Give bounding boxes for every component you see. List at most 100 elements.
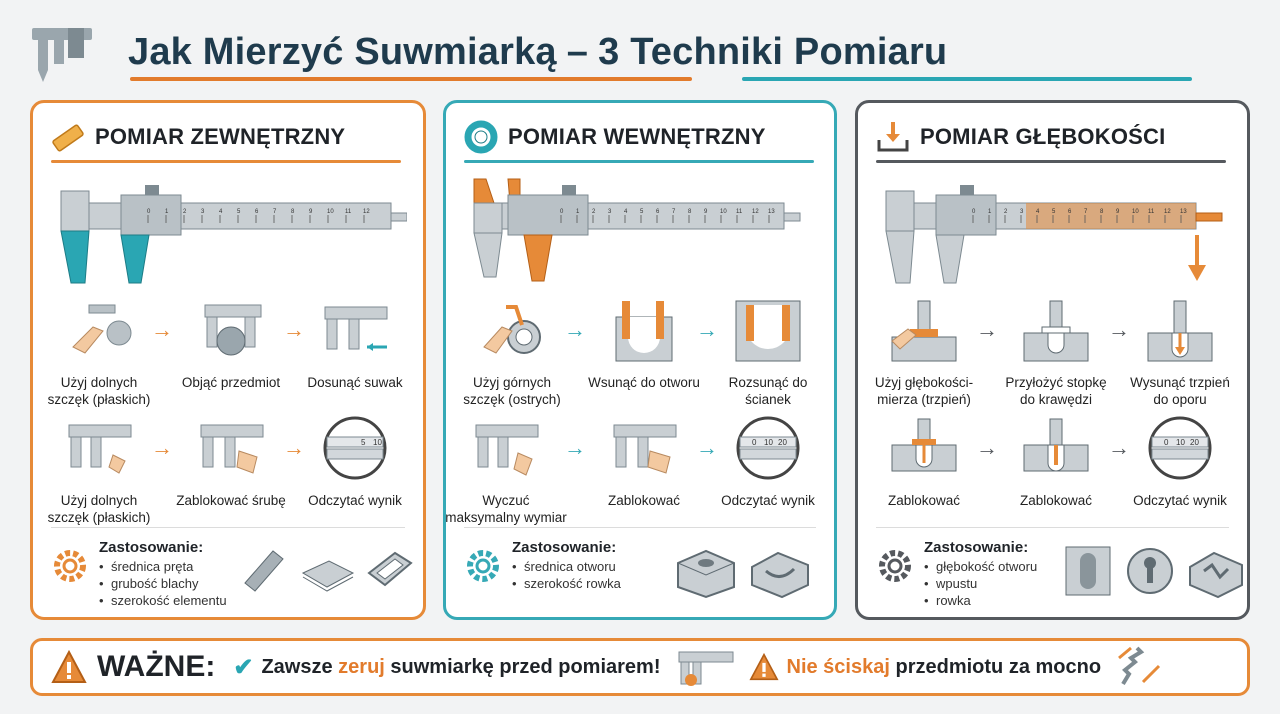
scale-tick-label: 7: [1084, 209, 1088, 215]
application-item: grubość blachy: [99, 575, 227, 592]
gauge-label: 10: [373, 438, 382, 447]
arrow-right-icon: →: [696, 317, 718, 342]
scale-tick-label: 3: [201, 209, 205, 215]
warning-msg-1: Zawsze zeruj suwmiarkę przed pomiarem!: [261, 656, 660, 679]
scale-tick-label: 3: [608, 209, 612, 215]
section-divider: [464, 527, 816, 528]
application-item: średnica otworu: [512, 558, 621, 575]
scale-tick-label: 11: [736, 209, 743, 215]
gear-icon: [879, 550, 911, 582]
scale-tick-label: 0: [560, 209, 564, 215]
arrow-right-icon: →: [283, 435, 305, 460]
scale-tick-label: 7: [273, 209, 277, 215]
arrow-right-icon: →: [283, 317, 305, 342]
depth-icon: [877, 122, 909, 152]
magnifier-reading-icon: 5 10: [323, 416, 387, 480]
scale-tick-label: 8: [1100, 209, 1104, 215]
scale-tick-label: 13: [768, 209, 775, 215]
step-caption: Objąć przedmiot: [181, 375, 281, 390]
applications: Zastosowanie: średnica otworu szerokość …: [464, 539, 621, 592]
scale-tick-label: 6: [656, 209, 660, 215]
step-caption: Przyłożyć stopkę do krawędzi: [1005, 375, 1107, 407]
applications: Zastosowanie: głębokość otworu wpustu ro…: [876, 539, 1037, 609]
scale-tick-label: 2: [1004, 209, 1008, 215]
scale-tick-label: 2: [183, 209, 187, 215]
panel-title-underline: [464, 160, 814, 163]
warning-bar: WAŻNE: ✔ Zawsze zeruj suwmiarkę przed po…: [30, 638, 1250, 696]
applications-title: Zastosowanie:: [924, 539, 1029, 556]
arrow-right-icon: →: [564, 317, 586, 342]
example-objects: [674, 543, 812, 599]
step-3: Wysunąć trzpień do oporu: [1124, 297, 1236, 408]
caliper-on-object-icon: [204, 304, 262, 356]
gauge-label: 20: [1190, 438, 1199, 447]
gauge-label: 10: [764, 438, 773, 447]
step-caption: Wyczuć maksymalny wymiar: [445, 493, 567, 525]
scale-tick-label: 5: [640, 209, 644, 215]
caliper-zero-icon: [678, 651, 733, 686]
scale-tick-label: 2: [592, 209, 596, 215]
title-underline-teal: [742, 77, 1192, 81]
gauge-label: 0: [1164, 438, 1169, 447]
step-1: Użyj górnych szczęk (ostrych): [456, 297, 568, 408]
rod-icon: [244, 550, 284, 592]
step-caption: Zablokować: [887, 493, 961, 508]
arrow-right-icon: →: [1108, 435, 1130, 460]
feel-maximum-icon: [475, 424, 539, 476]
spring-icon: [1118, 646, 1161, 686]
scale-tick-label: 10: [1132, 209, 1139, 215]
application-item: szerokość elementu: [99, 592, 227, 609]
step-4: Użyj dolnych szczęk (płaskich): [43, 415, 155, 526]
scale-tick-label: 10: [327, 209, 334, 215]
panel-title-underline: [51, 160, 401, 163]
scale-tick-label: 4: [624, 209, 628, 215]
scale-tick-label: 1: [165, 209, 169, 215]
step-caption: Zablokować: [1019, 493, 1093, 508]
arrow-right-icon: →: [1108, 317, 1130, 342]
arrow-right-icon: →: [696, 435, 718, 460]
gauge-label: 5: [361, 438, 366, 447]
gauge-label: 0: [752, 438, 757, 447]
sheet-metal-icon: [301, 560, 355, 592]
title-dash: –: [566, 30, 589, 73]
grooved-block-icon: [751, 551, 809, 599]
panel-title: POMIAR GŁĘBOKOŚCI: [920, 124, 1166, 149]
expand-to-walls-icon: [735, 300, 801, 362]
step-1: Użyj głębokości-mierza (trzpień): [868, 297, 980, 408]
hand-with-ring-icon: [483, 305, 541, 354]
step-2: Wsunąć do otworu: [588, 297, 700, 391]
lock-depth-icon: [891, 418, 957, 472]
step-caption: Odczytać wynik: [721, 493, 815, 508]
warning-icon: [51, 650, 87, 683]
lock-screw-icon: [200, 424, 264, 474]
gauge-label: 10: [1176, 438, 1185, 447]
hole-depth-icon: [1065, 546, 1111, 596]
check-icon: ✔: [233, 653, 254, 681]
scale-tick-label: 4: [219, 209, 223, 215]
scale-tick-label: 9: [1116, 209, 1120, 215]
step-caption: Zablokować: [607, 493, 681, 508]
warning-label: WAŻNE:: [97, 650, 216, 683]
title-main: Jak Mierzyć Suwmiarką: [128, 30, 557, 73]
scale-tick-label: 6: [1068, 209, 1072, 215]
scale-tick-label: 11: [345, 209, 352, 215]
msg1-suffix: suwmiarkę przed pomiarem!: [390, 655, 661, 678]
step-caption: Użyj głębokości-mierza (trzpień): [874, 375, 974, 407]
scale-tick-label: 6: [255, 209, 259, 215]
example-objects: [239, 543, 415, 593]
scale-tick-label: 1: [576, 209, 580, 215]
step-caption: Użyj górnych szczęk (ostrych): [463, 375, 561, 407]
scale-tick-label: 8: [688, 209, 692, 215]
insert-into-hole-icon: [615, 301, 673, 362]
scale-tick-label: 8: [291, 209, 295, 215]
warning-msg-2: Nie ściskaj przedmiotu za mocno: [787, 656, 1102, 679]
step-5: Zablokować: [1000, 415, 1112, 509]
step-caption: Użyj dolnych szczęk (płaskich): [47, 375, 151, 407]
step-3: Dosunąć suwak: [299, 297, 411, 391]
